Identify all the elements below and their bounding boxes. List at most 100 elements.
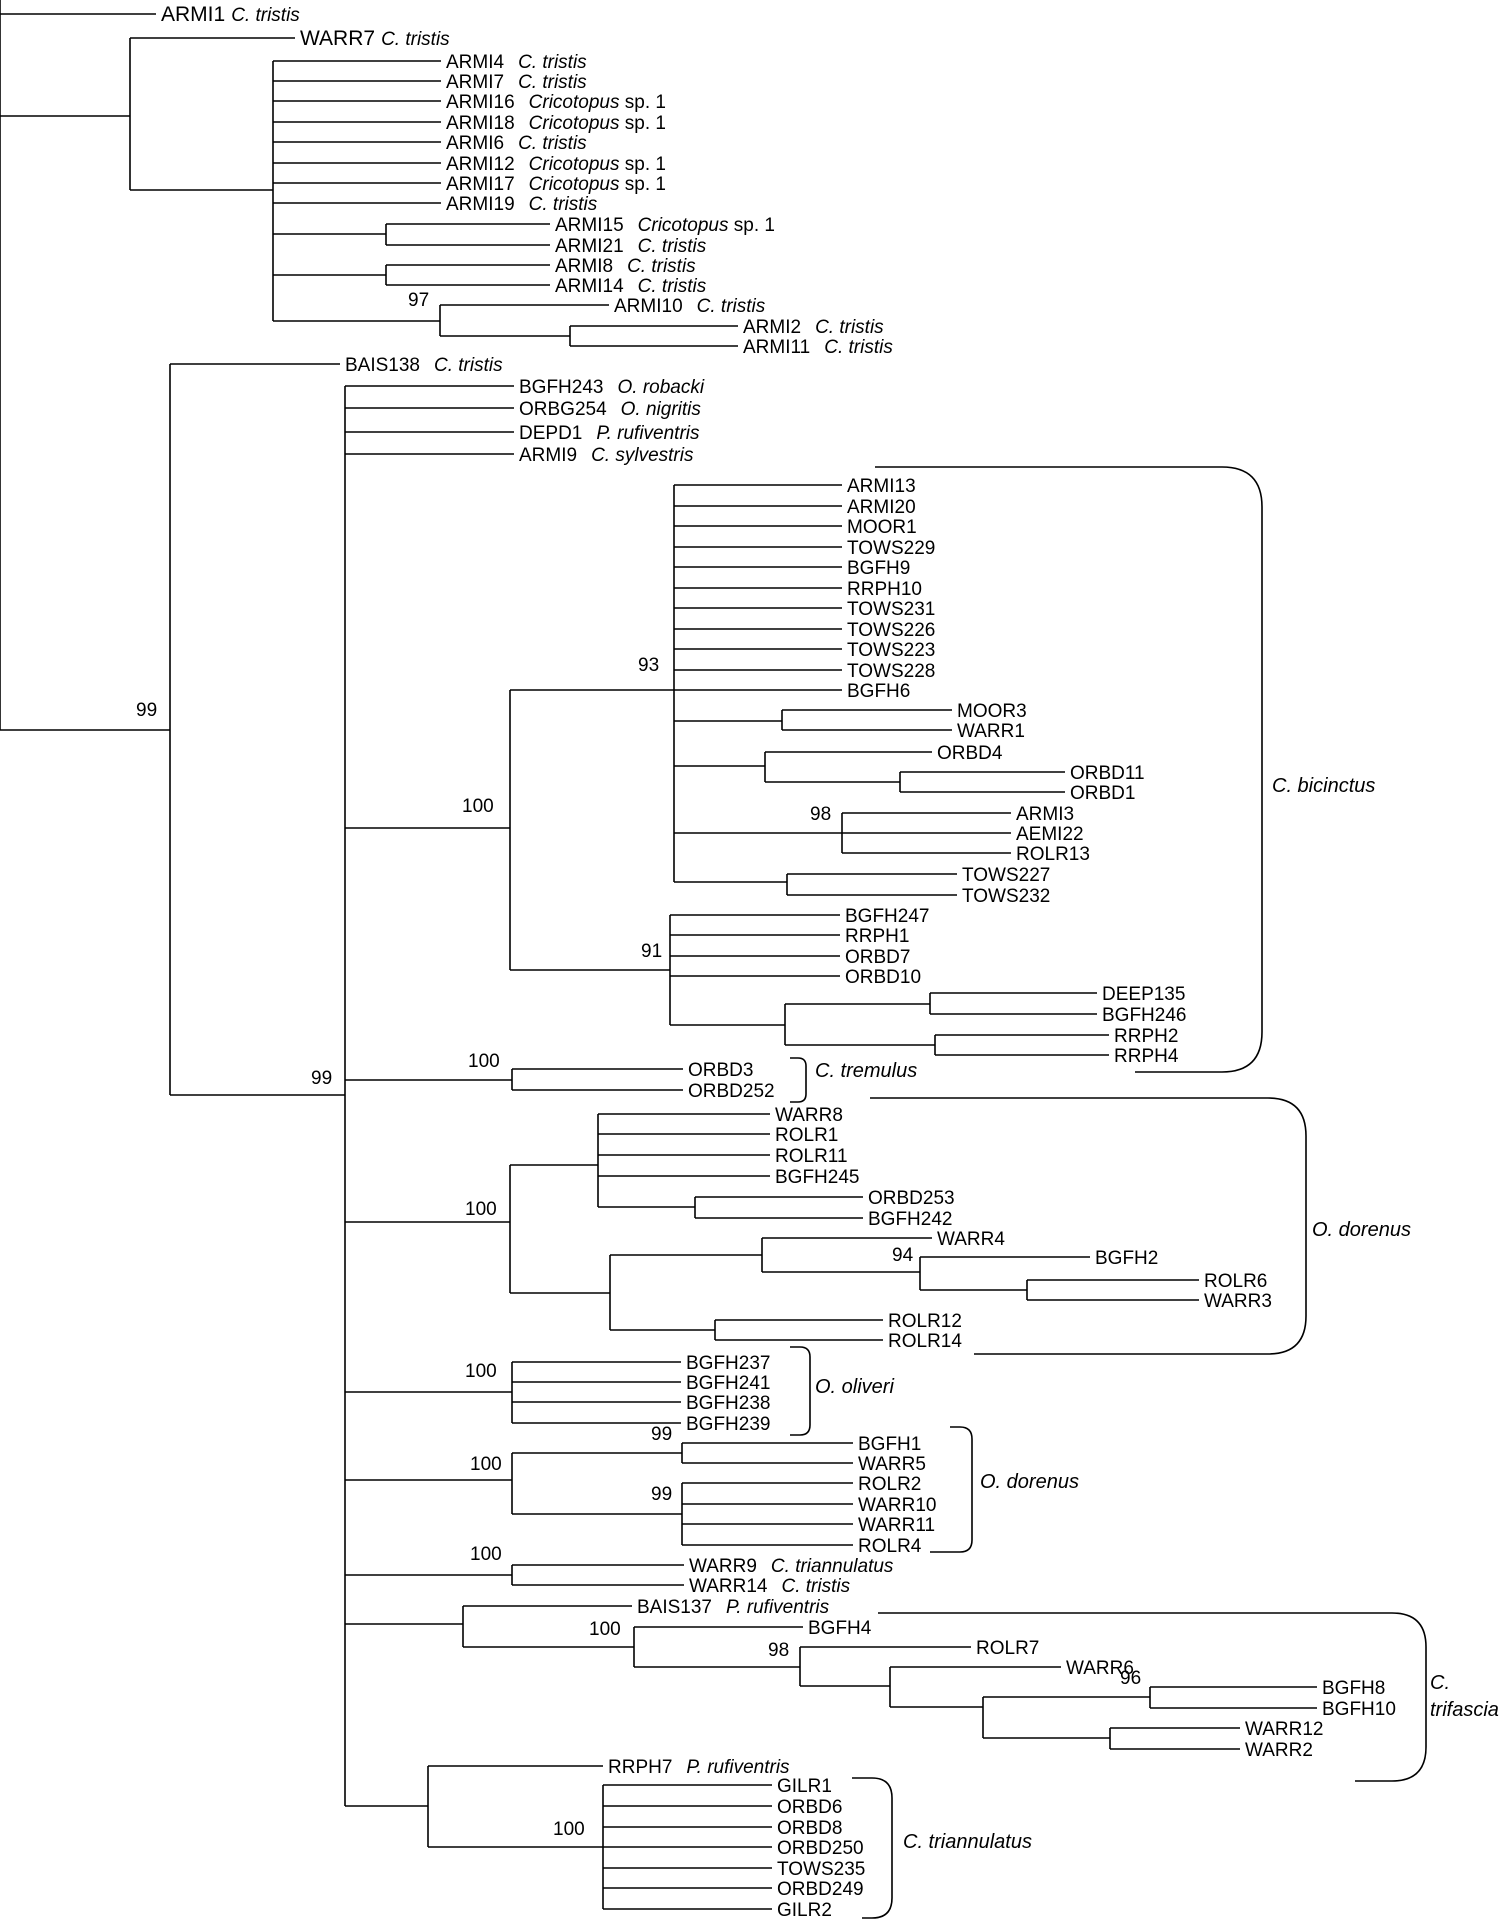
leaf-id: TOWS231	[847, 599, 935, 620]
leaf-id: ROLR7	[976, 1638, 1039, 1659]
leaf-label: RRPH1	[845, 926, 909, 947]
leaf-label: MOOR1	[847, 517, 917, 538]
leaf-id: ARMI9	[519, 445, 577, 466]
leaf-label: TOWS235	[777, 1859, 865, 1880]
leaf-id: ARMI4	[446, 52, 505, 73]
leaf-label: RRPH2	[1114, 1026, 1178, 1047]
bootstrap-value: 100	[465, 1199, 497, 1220]
bootstrap-value: 96	[1120, 1668, 1141, 1689]
leaf-label: ARMI13	[847, 476, 916, 497]
leaf-label: TOWS229	[847, 538, 935, 559]
clade-name: O. oliveri	[815, 1376, 894, 1398]
leaf-id: BGFH243	[519, 377, 603, 398]
leaf-label: ORBD250	[777, 1838, 864, 1859]
leaf-label: BGFH239	[686, 1414, 770, 1435]
leaf-label: BGFH237	[686, 1353, 770, 1374]
leaf-id: BGFH9	[847, 558, 910, 579]
leaf-id: ORBD249	[777, 1879, 864, 1900]
leaf-id: GILR1	[777, 1776, 832, 1797]
leaf-label: MOOR3	[957, 701, 1027, 722]
leaf-id: ARMI18	[446, 113, 515, 134]
leaf-id: WARR3	[1204, 1291, 1272, 1312]
leaf-id: ORBD10	[845, 967, 921, 988]
clade-bracket	[852, 1777, 893, 1919]
leaf-id: ROLR14	[888, 1331, 962, 1352]
leaf-label: ROLR12	[888, 1311, 962, 1332]
leaf-id: ARMI7	[446, 72, 504, 93]
leaf-id: TOWS232	[962, 886, 1050, 907]
leaf-label: RRPH10	[847, 579, 922, 600]
leaf-label: BGFH6	[847, 681, 910, 702]
leaf-id: ARMI15	[555, 215, 624, 236]
bootstrap-value: 98	[768, 1640, 789, 1661]
leaf-label: GILR1	[777, 1776, 832, 1797]
leaf-label: BGFH246	[1102, 1005, 1186, 1026]
tree-branches	[0, 0, 1317, 1910]
leaf-id: ROLR4	[858, 1536, 922, 1557]
leaf-label: WARR1	[957, 721, 1025, 742]
leaf-id: RRPH4	[1114, 1046, 1179, 1067]
leaf-species: O. robacki	[617, 377, 704, 398]
leaf-id: BGFH4	[808, 1618, 872, 1639]
leaf-id: WARR11	[858, 1515, 935, 1536]
leaf-label: ORBD8	[777, 1818, 842, 1839]
leaf-label: TOWS232	[962, 886, 1050, 907]
leaf-label: ORBD4	[937, 743, 1003, 764]
leaf-id: RRPH2	[1114, 1026, 1178, 1047]
leaf-id: ORBD8	[777, 1818, 842, 1839]
clade-bracket	[875, 466, 1263, 1073]
leaf-id: AEMI22	[1016, 824, 1084, 845]
clade-bracket	[790, 1346, 811, 1436]
leaf-species: P. rufiventris	[596, 423, 700, 444]
leaf-label: ORBD253	[868, 1188, 955, 1209]
leaf-id: BAIS138	[345, 355, 420, 376]
leaf-id: WARR7	[300, 27, 375, 50]
leaf-id: ARMI16	[446, 92, 515, 113]
leaf-id: BGFH239	[686, 1414, 770, 1435]
leaf-id: WARR12	[1245, 1719, 1323, 1740]
leaf-id: DEEP135	[1102, 984, 1185, 1005]
leaf-id: ARMI17	[446, 174, 515, 195]
leaf-species: C. sylvestris	[591, 445, 694, 466]
leaf-species: P. rufiventris	[726, 1597, 830, 1618]
leaf-id: WARR4	[937, 1229, 1005, 1250]
clade-bracket	[870, 1097, 1307, 1355]
leaf-label: BGFH1	[858, 1434, 921, 1455]
leaf-species: O. nigritis	[621, 399, 702, 420]
leaf-id: ARMI6	[446, 133, 504, 154]
leaf-id: TOWS228	[847, 661, 935, 682]
bootstrap-value: 94	[892, 1245, 914, 1266]
leaf-label: TOWS227	[962, 865, 1050, 886]
leaf-label: RRPH7 P. rufiventris	[608, 1757, 790, 1778]
leaf-id: ARMI20	[847, 497, 916, 518]
leaf-label: BGFH247	[845, 906, 929, 927]
leaf-id: ARMI19	[446, 194, 515, 215]
leaf-label: WARR2	[1245, 1740, 1313, 1761]
leaf-id: ORBD4	[937, 743, 1003, 764]
leaf-species: C. tristis	[638, 276, 707, 297]
leaf-species: P. rufiventris	[686, 1757, 790, 1778]
clade-bracket	[930, 1426, 973, 1553]
leaf-id: ORBD1	[1070, 783, 1135, 804]
leaf-id: RRPH7	[608, 1757, 672, 1778]
leaf-label: WARR5	[858, 1454, 926, 1475]
leaf-id: BGFH10	[1322, 1699, 1396, 1720]
leaf-id: BGFH8	[1322, 1678, 1385, 1699]
clade-name: O. dorenus	[980, 1471, 1079, 1493]
leaf-id: ORBD253	[868, 1188, 955, 1209]
bootstrap-value: 100	[470, 1454, 502, 1475]
leaf-label: TOWS226	[847, 620, 935, 641]
leaf-species-suffix: sp. 1	[728, 215, 774, 236]
leaf-label: TOWS231	[847, 599, 935, 620]
leaf-species: C. tristis	[518, 72, 587, 93]
leaf-id: GILR2	[777, 1900, 832, 1921]
leaf-species: Cricotopus	[529, 92, 620, 113]
